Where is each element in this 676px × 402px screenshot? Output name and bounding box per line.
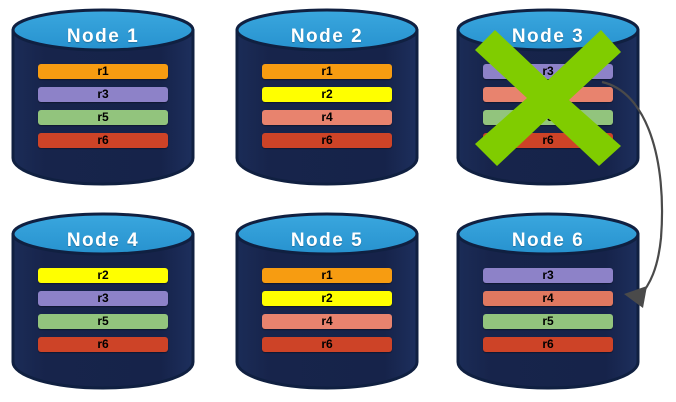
replica-list: r1 r2 r4 r6 bbox=[262, 64, 392, 148]
replica-row-r6[interactable]: r6 bbox=[262, 133, 392, 148]
replica-row-r6[interactable]: r6 bbox=[262, 337, 392, 352]
replica-row-r1[interactable]: r1 bbox=[262, 64, 392, 79]
replica-row-r4[interactable]: r4 bbox=[483, 87, 613, 102]
replica-row-r6[interactable]: r6 bbox=[38, 337, 168, 352]
replica-row-r5[interactable]: r5 bbox=[38, 110, 168, 125]
replica-row-r3[interactable]: r3 bbox=[38, 291, 168, 306]
replica-row-r1[interactable]: r1 bbox=[262, 268, 392, 283]
curved-arrow-icon bbox=[601, 80, 664, 308]
replica-row-r5[interactable]: r5 bbox=[483, 110, 613, 125]
replica-list: r2 r3 r5 r6 bbox=[38, 268, 168, 352]
replica-row-r3[interactable]: r3 bbox=[483, 64, 613, 79]
replica-row-r5[interactable]: r5 bbox=[483, 314, 613, 329]
replica-list: r3 r4 r5 r6 bbox=[483, 64, 613, 148]
replica-row-r4[interactable]: r4 bbox=[262, 314, 392, 329]
replica-row-r6[interactable]: r6 bbox=[483, 337, 613, 352]
replica-row-r2[interactable]: r2 bbox=[262, 87, 392, 102]
replica-list: r1 r2 r4 r6 bbox=[262, 268, 392, 352]
replica-row-r3[interactable]: r3 bbox=[38, 87, 168, 102]
replica-row-r6[interactable]: r6 bbox=[38, 133, 168, 148]
replica-row-r1[interactable]: r1 bbox=[38, 64, 168, 79]
replica-list: r1 r3 r5 r6 bbox=[38, 64, 168, 148]
replica-row-r5[interactable]: r5 bbox=[38, 314, 168, 329]
replica-row-r2[interactable]: r2 bbox=[38, 268, 168, 283]
replica-row-r6[interactable]: r6 bbox=[483, 133, 613, 148]
replica-row-r4[interactable]: r4 bbox=[483, 291, 613, 306]
replica-row-r3[interactable]: r3 bbox=[483, 268, 613, 283]
replica-row-r2[interactable]: r2 bbox=[262, 291, 392, 306]
replica-row-r4[interactable]: r4 bbox=[262, 110, 392, 125]
replica-list: r3 r4 r5 r6 bbox=[483, 268, 613, 352]
